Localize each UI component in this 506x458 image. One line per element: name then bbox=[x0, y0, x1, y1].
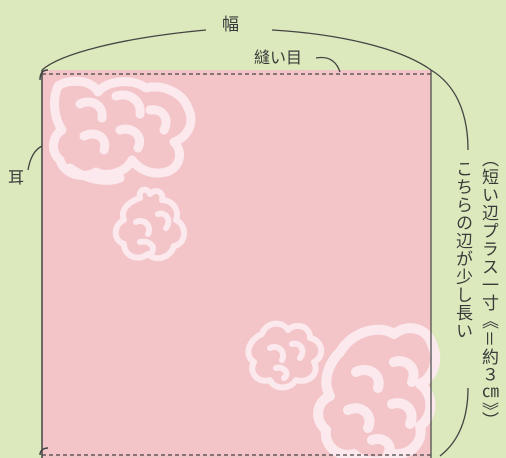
longer-side-note: （短い辺プラス一寸《＝約３㎝》） bbox=[478, 150, 498, 430]
width-label: 幅 bbox=[222, 15, 239, 35]
selvage-leader bbox=[27, 145, 43, 171]
seam-leader bbox=[315, 56, 341, 73]
selvage-label: 耳 bbox=[8, 168, 25, 187]
cloth-square bbox=[42, 70, 431, 458]
length-bracket-top bbox=[430, 69, 469, 151]
width-bracket-left bbox=[41, 29, 207, 71]
peony-pattern-icon bbox=[49, 76, 441, 458]
seam-label: 縫い目 bbox=[254, 48, 303, 67]
length-bracket-bottom bbox=[439, 387, 469, 457]
width-bracket-right bbox=[271, 29, 432, 71]
longer-side-label: こちらの辺が少し長い bbox=[452, 160, 472, 340]
